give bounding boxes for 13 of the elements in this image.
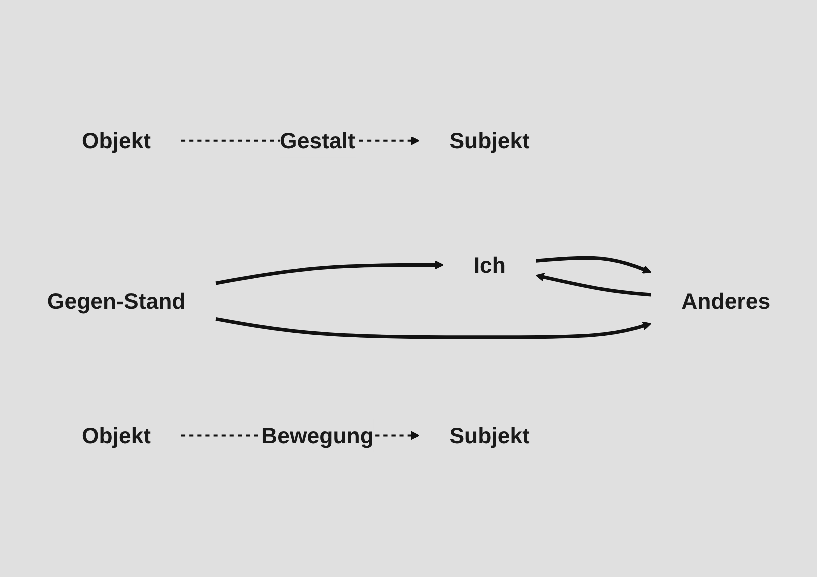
node-text: Anderes — [681, 288, 770, 314]
arrow — [536, 256, 652, 274]
edge-label: Gestalt — [280, 128, 355, 154]
node-text: Gegen-Stand — [46, 288, 186, 314]
node-text: Ich — [473, 252, 506, 278]
arrow — [535, 273, 651, 297]
node-text: Objekt — [81, 128, 151, 154]
node-text: Objekt — [81, 423, 151, 449]
node-text: Subjekt — [449, 423, 530, 449]
edge-label: Bewegung — [261, 423, 374, 449]
node-text: Subjekt — [449, 128, 530, 154]
arrow — [215, 260, 444, 286]
arrow — [215, 318, 652, 340]
